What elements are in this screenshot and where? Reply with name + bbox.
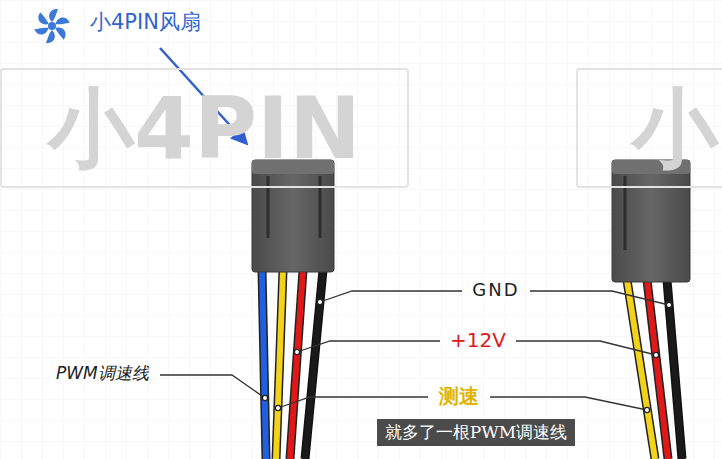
signal-name: 测速	[435, 385, 483, 408]
leader-lines	[160, 291, 669, 410]
right-wires	[627, 280, 682, 459]
wire-dots	[262, 299, 671, 412]
product-label: 小4PIN风扇	[86, 10, 205, 34]
fan-icon	[34, 9, 70, 43]
watermark-box: 小4PIN	[0, 68, 409, 188]
signal-name: PWM调速线	[52, 364, 153, 384]
signal-name: GND	[468, 280, 523, 301]
watermark-text: 小4PIN	[48, 85, 361, 171]
subtitle-caption: 就多了一根PWM调速线	[377, 419, 575, 446]
connector-3pin	[612, 160, 690, 282]
watermark-box: 小	[576, 68, 722, 188]
left-wires	[262, 270, 323, 459]
watermark-text: 小	[632, 85, 718, 171]
connector-4pin	[252, 160, 334, 272]
signal-name: +12V	[446, 329, 510, 352]
